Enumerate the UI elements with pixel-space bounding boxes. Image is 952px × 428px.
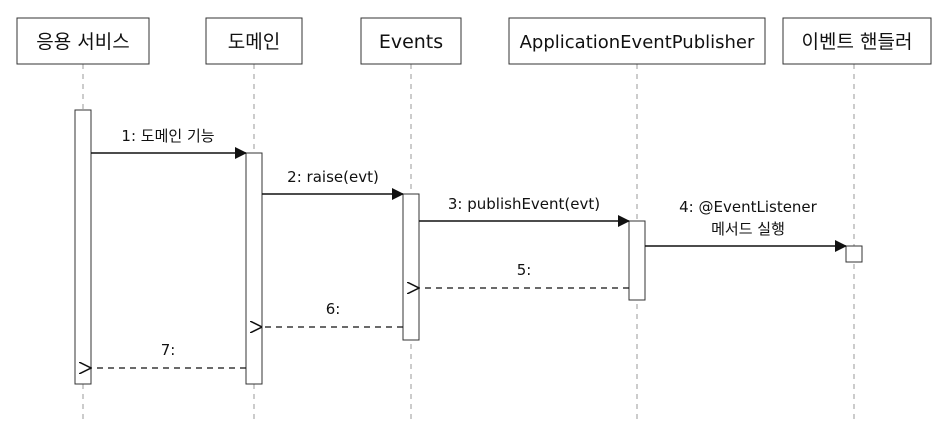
participants: 응용 서비스 도메인 Events ApplicationEventPublis… bbox=[16, 17, 932, 65]
message-2-label: 2: raise(evt) bbox=[287, 168, 379, 186]
messages: 1: 도메인 기능 2: raise(evt) 3: publishEvent(… bbox=[91, 127, 847, 368]
message-1-label: 1: 도메인 기능 bbox=[121, 127, 214, 145]
message-5-label: 5: bbox=[517, 261, 532, 279]
message-7-label: 7: bbox=[161, 341, 176, 359]
activation-event-handler bbox=[845, 245, 863, 263]
activation-events bbox=[402, 193, 420, 341]
participant-label: 도메인 bbox=[228, 31, 280, 53]
message-4-label-line1: 4: @EventListener bbox=[679, 198, 818, 216]
activations bbox=[74, 109, 863, 385]
message-3-label: 3: publishEvent(evt) bbox=[448, 195, 600, 213]
participant-events: Events bbox=[360, 17, 462, 65]
participant-publisher: ApplicationEventPublisher bbox=[508, 17, 766, 65]
participant-label: 응용 서비스 bbox=[36, 31, 129, 53]
participant-label: ApplicationEventPublisher bbox=[520, 32, 755, 53]
participant-label: 이벤트 핸들러 bbox=[802, 31, 913, 53]
activation-publisher bbox=[628, 220, 646, 301]
participant-domain: 도메인 bbox=[205, 17, 303, 65]
activation-domain bbox=[245, 152, 263, 385]
activation-app-service bbox=[74, 109, 92, 385]
participant-app-service: 응용 서비스 bbox=[16, 17, 150, 65]
message-4-label-line2: 메서드 실행 bbox=[711, 220, 785, 238]
participant-label: Events bbox=[379, 31, 443, 53]
message-6-label: 6: bbox=[326, 300, 341, 318]
participant-event-handler: 이벤트 핸들러 bbox=[782, 17, 932, 65]
